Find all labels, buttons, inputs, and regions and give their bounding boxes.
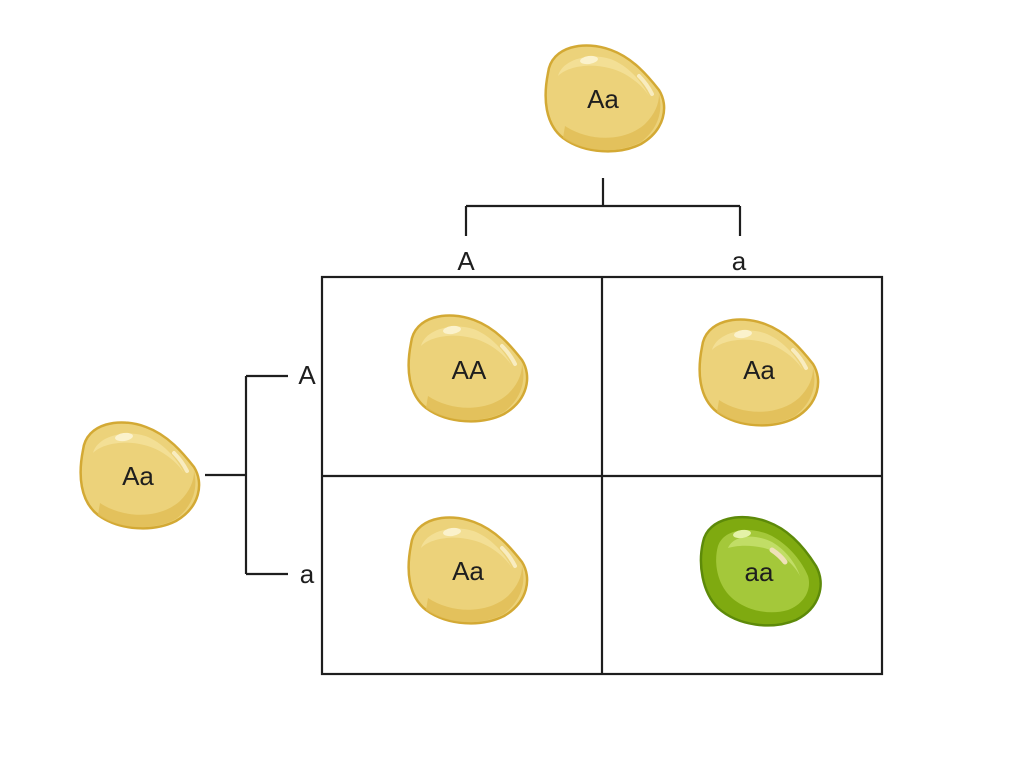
offspring-cell-4: aa [701, 517, 821, 625]
top-gamete-2: a [732, 246, 747, 276]
offspring-cell-1: AA [406, 313, 530, 424]
punnett-grid [320, 275, 884, 676]
left-gamete-2: a [300, 559, 315, 589]
parent-left-seed: Aa [78, 420, 202, 531]
offspring-4-genotype: aa [745, 557, 774, 587]
offspring-2-genotype: Aa [743, 355, 775, 385]
offspring-3-genotype: Aa [452, 556, 484, 586]
parent-left-genotype: Aa [122, 461, 154, 491]
top-gamete-bracket [464, 178, 742, 236]
parent-top-seed: Aa [543, 43, 667, 154]
parent-top-genotype: Aa [587, 84, 619, 114]
top-gamete-1: A [457, 246, 475, 276]
offspring-cell-2: Aa [697, 317, 821, 428]
offspring-cell-3: Aa [406, 515, 530, 626]
left-gamete-bracket [205, 374, 288, 576]
offspring-1-genotype: AA [452, 355, 487, 385]
left-gamete-1: A [298, 360, 316, 390]
